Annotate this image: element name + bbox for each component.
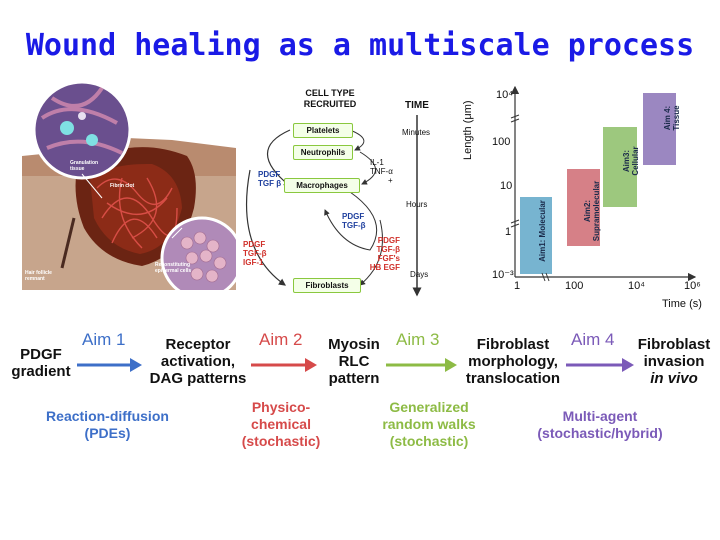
method-multi-agent: Multi-agent(stochastic/hybrid) bbox=[537, 408, 663, 441]
reconst-label: Reconstituting epidermal cells bbox=[155, 262, 192, 274]
cell-box-platelets: Platelets bbox=[293, 123, 353, 138]
region-label-aim4: Aim 4: Tissue bbox=[663, 105, 681, 131]
scale-chart bbox=[510, 85, 697, 282]
region-aim1 bbox=[520, 197, 552, 274]
hair-label: Hair follicle remnant bbox=[25, 270, 52, 282]
fibrin-label: Fibrin clot bbox=[110, 183, 135, 189]
cell-box-neutrophils: Neutrophils bbox=[293, 145, 353, 160]
aim-1-label: Aim 1 bbox=[82, 330, 126, 349]
region-aim2 bbox=[567, 169, 600, 246]
region-label-aim1: Aim1: Molecular bbox=[538, 200, 547, 262]
cell-diagram-arrows bbox=[245, 115, 422, 297]
x-tick-0: 1 bbox=[514, 280, 521, 292]
y-tick-3: 1 bbox=[505, 226, 512, 238]
x-tick-1: 100 bbox=[565, 280, 584, 292]
y-tick-4: 10⁻³ bbox=[492, 269, 514, 281]
region-aim4 bbox=[643, 93, 676, 165]
x-axis-label: Time (s) bbox=[662, 298, 702, 310]
time-days: Days bbox=[410, 270, 429, 279]
x-tick-3: 10⁶ bbox=[684, 280, 701, 292]
cell-box-fibroblasts: Fibroblasts bbox=[293, 278, 361, 293]
y-tick-0: 10⁴ bbox=[496, 89, 513, 101]
x-tick-2: 10⁴ bbox=[628, 280, 645, 292]
aim-2-label: Aim 2 bbox=[259, 330, 303, 349]
y-axis-label: Length (μm) bbox=[462, 100, 474, 160]
region-label-aim3: Aim3: Cellular bbox=[622, 146, 640, 176]
y-tick-1: 100 bbox=[492, 136, 511, 148]
aim-4-label: Aim 4 bbox=[571, 330, 615, 349]
page-title: Wound healing as a multiscale process bbox=[25, 28, 695, 63]
time-minutes: Minutes bbox=[402, 128, 431, 137]
wound-illustration bbox=[22, 80, 236, 290]
method-physico-chemical: Physico-chemical(stochastic) bbox=[241, 399, 321, 449]
aim-3-label: Aim 3 bbox=[396, 330, 440, 349]
time-hours: Hours bbox=[406, 200, 428, 209]
method-reaction-diffusion: Reaction-diffusion(PDEs) bbox=[46, 408, 169, 441]
cell-box-macrophages: Macrophages bbox=[284, 178, 360, 193]
granulation-label: Granulation tissue bbox=[70, 160, 99, 172]
time-header: TIME bbox=[405, 100, 429, 111]
region-aim3 bbox=[603, 127, 637, 207]
pipeline-arrows bbox=[77, 358, 634, 372]
y-tick-2: 10 bbox=[500, 180, 513, 192]
region-label-aim2: Aim2: Supramolecular bbox=[583, 180, 601, 242]
